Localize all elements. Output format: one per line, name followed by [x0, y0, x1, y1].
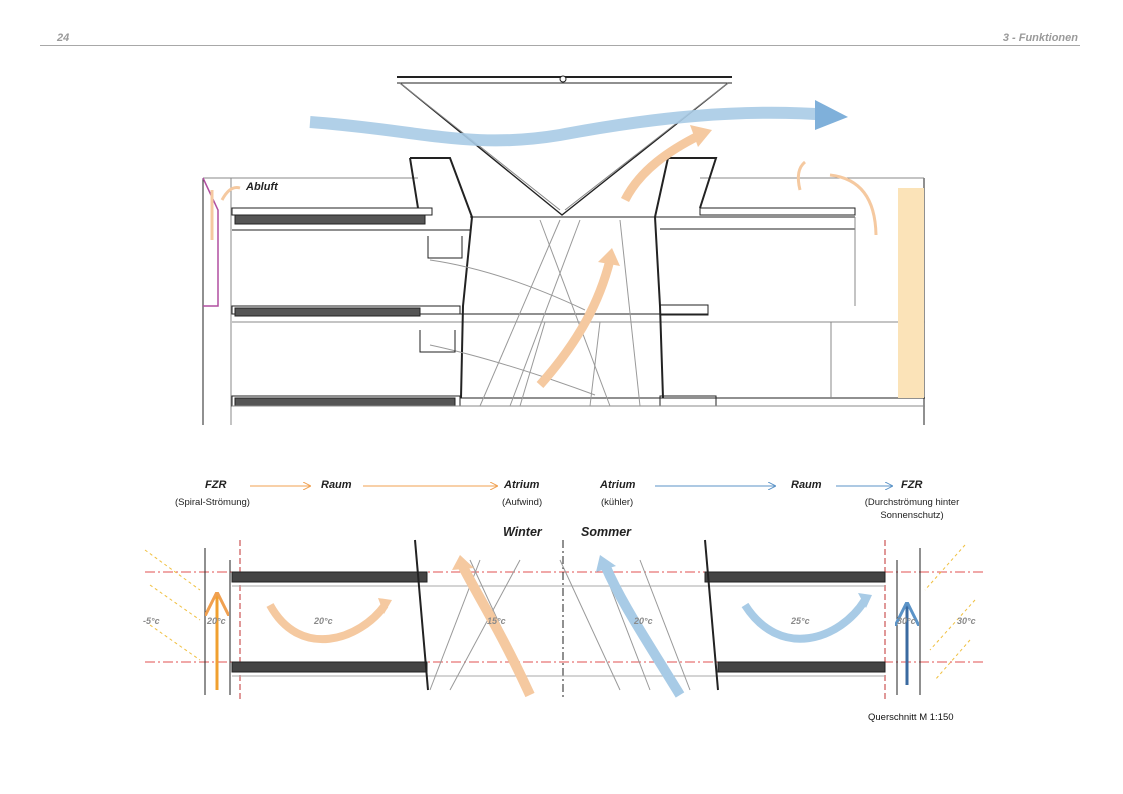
season-summer: Sommer — [581, 525, 632, 539]
season-winter: Winter — [503, 525, 542, 539]
drawing-caption: Querschnitt M 1:150 — [868, 712, 954, 723]
temp-winter-room: 20°c — [314, 616, 333, 626]
temp-summer-outside: 30°c — [957, 616, 976, 626]
temp-winter-fzr: 20°c — [207, 616, 226, 626]
summer-step-fzr-note: (Durchströmung hinter Sonnenschutz) — [864, 497, 960, 521]
winter-step-atrium: Atrium — [504, 479, 540, 491]
winter-step-fzr-note: (Spiral-Strömung) — [175, 497, 250, 508]
winter-step-atrium-note: (Aufwind) — [502, 497, 543, 508]
temp-summer-atrium: 20°c — [634, 616, 653, 626]
summer-step-atrium-note: (kühler) — [601, 497, 634, 508]
temp-winter-atrium: 15°c — [487, 616, 506, 626]
summer-step-room: Raum — [791, 479, 822, 491]
top-section — [202, 75, 925, 425]
temp-summer-room: 25°c — [791, 616, 810, 626]
winter-step-room: Raum — [321, 479, 352, 491]
winter-step-fzr: FZR — [205, 479, 227, 491]
summer-step-atrium: Atrium — [600, 479, 636, 491]
temp-winter-outside: -5°c — [143, 616, 160, 626]
page-number: 24 — [57, 32, 70, 44]
header-rule — [40, 45, 1080, 46]
summer-step-fzr: FZR — [901, 479, 923, 491]
exhaust-label: Abluft — [246, 181, 278, 193]
bottom-section — [144, 539, 985, 700]
chapter-title: 3 - Funktionen — [1002, 32, 1078, 44]
temp-summer-fzr: 30°c — [897, 616, 916, 626]
